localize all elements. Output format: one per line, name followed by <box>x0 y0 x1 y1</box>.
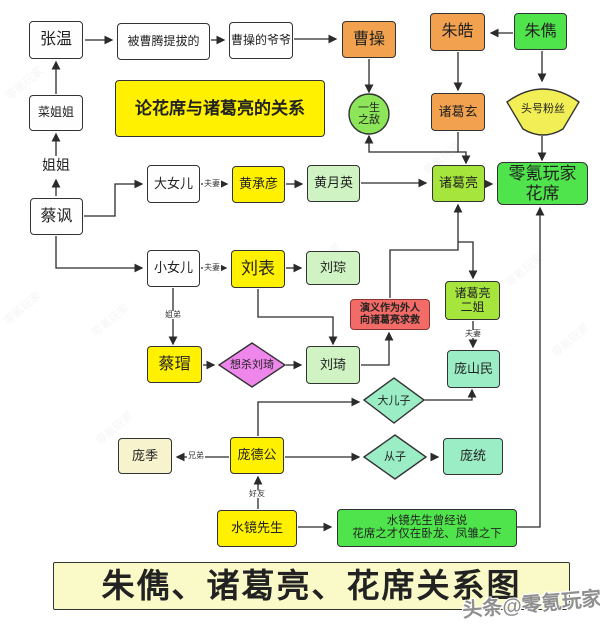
diamond-daerzi-shape <box>362 377 426 424</box>
node-caifeng: 蔡讽 <box>30 198 83 235</box>
edge-label-jiedi: 姐弟 <box>164 310 182 319</box>
lifelong-enemy-circle-shape <box>348 93 390 135</box>
node-liuqi: 刘琦 <box>306 346 360 384</box>
jiejie-text-label: 姐姐 <box>42 157 70 174</box>
node-fensi-label: 头号粉丝 <box>521 102 565 115</box>
special-shapes <box>217 88 580 480</box>
edge-label-fuqi-1: 夫妻 <box>203 179 221 188</box>
node-zhugexuan: 诸葛玄 <box>431 93 485 131</box>
node-congzi-label: 从子 <box>384 450 406 463</box>
node-yisheng-zhidi-label: 一生之敌 <box>358 101 380 126</box>
node-caocao: 曹操 <box>342 21 396 58</box>
node-huaxi: 零氪玩家花席 <box>497 162 588 205</box>
node-zhujun: 朱儁 <box>514 13 567 50</box>
node-xiangsha-label: 想杀刘琦 <box>230 358 274 371</box>
node-caimao: 蔡瑁 <box>147 346 202 383</box>
edge-label-haoyou: 好友 <box>248 489 266 498</box>
node-huangchengyan: 黄承彦 <box>232 166 285 203</box>
node-daerzi-label: 大儿子 <box>377 394 411 407</box>
node-shuijing-quote: 水镜先生曾经说花席之才仅在卧龙、凤雏之下 <box>337 509 517 547</box>
node-erjie: 诸葛亮二姐 <box>445 281 500 320</box>
edge-label-fuqi-3: 夫妻 <box>464 329 482 338</box>
node-pangdegong: 庞德公 <box>230 437 284 474</box>
diamond-congzi-shape <box>362 434 428 480</box>
diamond-xiangsha-shape <box>217 342 287 388</box>
node-tiba: 被曹腾提拔的 <box>117 23 210 60</box>
node-pangtong: 庞统 <box>443 438 503 475</box>
arrow-connectors <box>51 28 547 532</box>
bottom-banner-title: 朱儁、诸葛亮、花席关系图 <box>53 562 570 610</box>
node-zhugeliang: 诸葛亮 <box>432 165 485 202</box>
node-pangji: 庞季 <box>118 438 172 474</box>
node-xiaonver: 小女儿 <box>147 250 200 287</box>
node-yanyi-note: 演义作为外人向诸葛亮求救 <box>350 299 430 330</box>
node-liubiao: 刘表 <box>231 250 285 288</box>
diagram-title-box: 论花席与诸葛亮的关系 <box>115 80 325 137</box>
node-pangshanmin: 庞山民 <box>447 350 500 388</box>
node-huangyueying: 黄月英 <box>307 165 360 202</box>
edge-label-fuqi-2: 夫妻 <box>203 263 221 272</box>
node-zhangwen: 张温 <box>29 21 83 59</box>
node-shuijing: 水镜先生 <box>217 510 297 547</box>
node-danver: 大女儿 <box>147 165 200 203</box>
edge-label-xiongdi: 兄弟 <box>187 451 205 460</box>
node-caijiejie: 菜姐姐 <box>29 95 83 131</box>
node-liucong: 刘琮 <box>306 251 360 285</box>
node-zhuhao: 朱皓 <box>430 13 485 51</box>
node-caocao-yeye: 曹操的爷爷 <box>229 22 293 59</box>
top-fan-shape <box>506 88 580 136</box>
